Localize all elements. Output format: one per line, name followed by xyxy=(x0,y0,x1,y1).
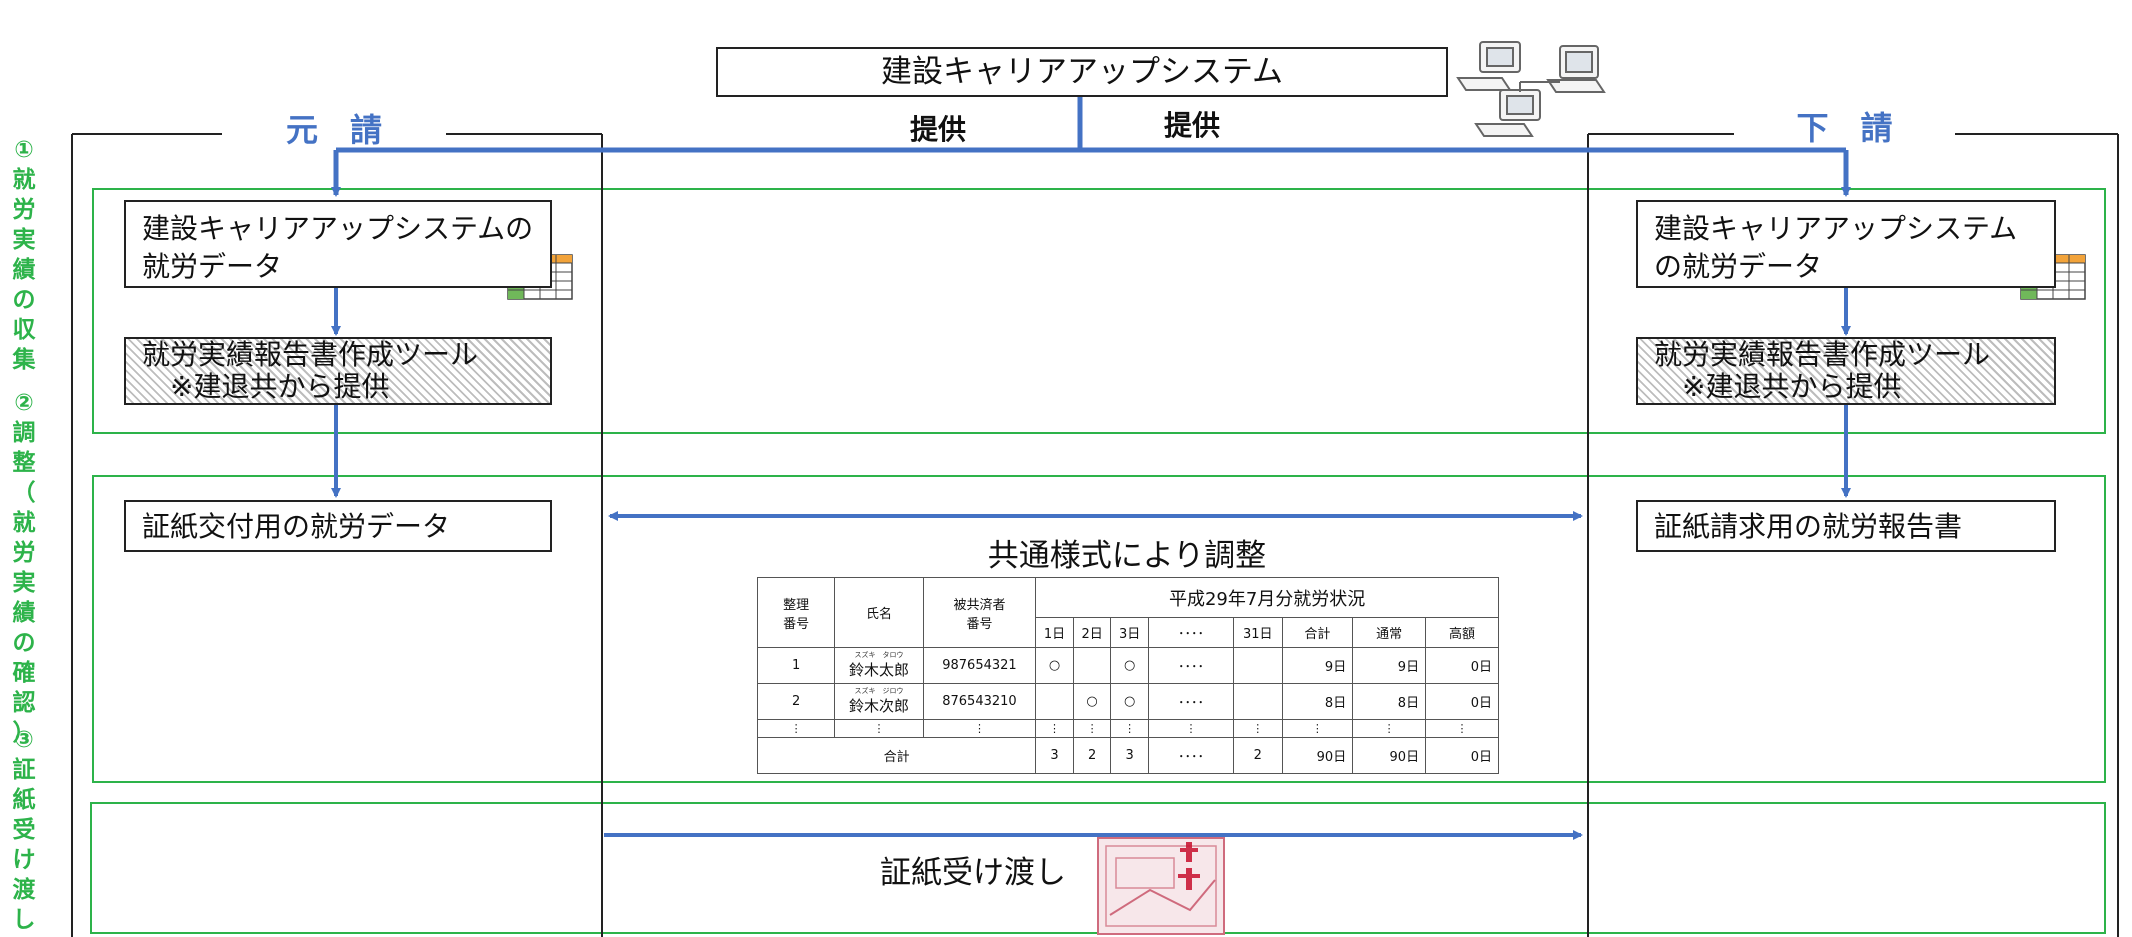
column-frame-left xyxy=(71,133,602,937)
header-prime-contractor: 元 請 xyxy=(285,111,382,149)
flow-arrows xyxy=(331,284,1851,840)
col-header-insured-no: 被共済者番号 xyxy=(922,577,1037,648)
right-stamp-report-label: 証紙請求用の就労報告書 xyxy=(1654,510,1963,543)
col-day-1: 1日 xyxy=(1035,617,1074,648)
col-day-31: 31日 xyxy=(1232,617,1283,648)
adjust-title: 共通様式により調整 xyxy=(987,538,1267,574)
column-frame-right xyxy=(1588,133,2119,937)
table-row: 2 スズキ ジロウ鈴木次郎 876543210 ○ ○ ････ 8日 8日 0… xyxy=(756,683,1499,720)
banner-title: 建設キャリアアップシステム xyxy=(880,54,1284,90)
cup-system-banner: 建設キャリアアップシステム xyxy=(716,47,1448,97)
right-tool-line2: ※建退共から提供 xyxy=(1654,370,1902,403)
left-data-box: 建設キャリアアップシステムの 就労データ xyxy=(124,200,552,288)
header-subcontractor: 下 請 xyxy=(1796,109,1893,147)
col-header-period: 平成29年7月分就労状況 xyxy=(1035,577,1499,618)
band-collect xyxy=(92,188,2106,434)
table-row-sum: 合計 3 2 3 ････ 2 90日 90日 0日 xyxy=(756,737,1499,774)
table-row-continuation: ⋮⋮⋮ ⋮⋮⋮ ⋮⋮⋮ ⋮⋮ xyxy=(756,719,1499,738)
col-normal: 通常 xyxy=(1352,617,1427,648)
left-tool-box: 就労実績報告書作成ツール ※建退共から提供 xyxy=(124,337,552,405)
right-tool-line1: 就労実績報告書作成ツール xyxy=(1654,338,1991,371)
col-total: 合計 xyxy=(1281,617,1354,648)
right-stamp-report-box: 証紙請求用の就労報告書 xyxy=(1636,500,2056,552)
right-data-line1: 建設キャリアアップシステム xyxy=(1654,212,2018,245)
table-row: 1 スズキ タロウ鈴木太郎 987654321 ○ ○ ････ 9日 9日 0… xyxy=(756,647,1499,684)
stamp-image xyxy=(1097,837,1225,935)
col-header-name: 氏名 xyxy=(834,577,924,648)
common-format-sheet: 整理番号 氏名 被共済者番号 平成29年7月分就労状況 1日 2日 3日 ･･･… xyxy=(756,577,1499,774)
left-tool-line1: 就労実績報告書作成ツール xyxy=(142,338,479,371)
handover-label: 証紙受け渡し xyxy=(880,855,1066,891)
left-data-line2: 就労データ xyxy=(142,250,283,283)
band-adjust xyxy=(92,475,2106,783)
left-stamp-data-label: 証紙交付用の就労データ xyxy=(142,510,451,543)
provide-label-left: 提供 xyxy=(910,113,967,146)
col-high: 高額 xyxy=(1425,617,1499,648)
col-day-dots: ････ xyxy=(1147,617,1234,648)
right-data-line2: の就労データ xyxy=(1654,250,1823,283)
provide-arrows xyxy=(331,96,1851,197)
left-data-line1: 建設キャリアアップシステムの xyxy=(142,212,534,245)
provide-label-right: 提供 xyxy=(1164,109,1221,142)
col-header-no: 整理番号 xyxy=(756,577,836,648)
computer-network-icon xyxy=(1456,41,1606,137)
left-stamp-data-box: 証紙交付用の就労データ xyxy=(124,500,552,552)
left-tool-line2: ※建退共から提供 xyxy=(142,370,390,403)
right-data-box: 建設キャリアアップシステム の就労データ xyxy=(1636,200,2056,288)
right-tool-box: 就労実績報告書作成ツール ※建退共から提供 xyxy=(1636,337,2056,405)
col-day-2: 2日 xyxy=(1072,617,1112,648)
col-day-3: 3日 xyxy=(1110,617,1149,648)
